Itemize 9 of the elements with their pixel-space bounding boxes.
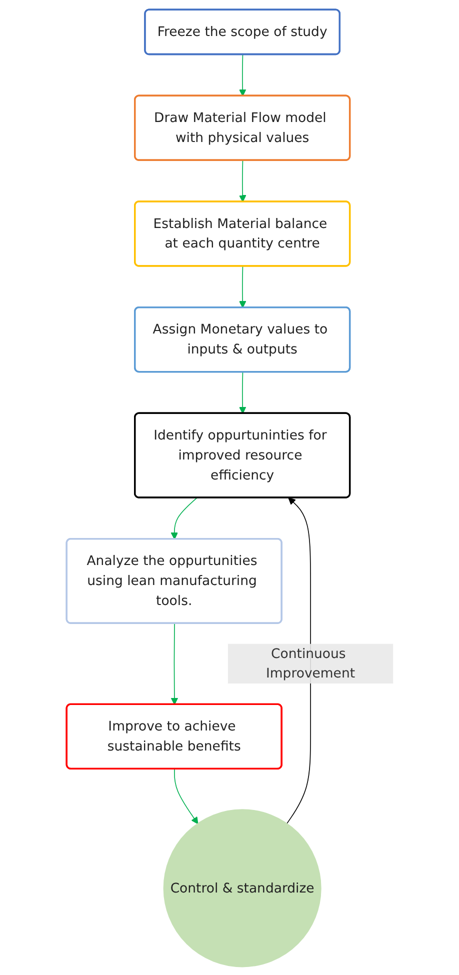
process-box: Establish Material balance at each quantity centre [134, 200, 350, 266]
process-box: Freeze the scope of study [144, 8, 340, 55]
edge-label: Continuous Improvement [227, 643, 393, 683]
process-box: Improve to achieve sustainable benefits [65, 702, 282, 769]
process-box: Identify oppurtuninties for improved resource efficiency [134, 412, 350, 498]
process-box: Draw Material Flow model with physical values [134, 94, 350, 160]
process-box: Assign Monetary values to inputs & outputs [134, 306, 350, 372]
process-box: Analyze the oppurtunities using lean manufacturing tools. [65, 537, 282, 624]
process-circle: Control & standardize [162, 808, 321, 967]
